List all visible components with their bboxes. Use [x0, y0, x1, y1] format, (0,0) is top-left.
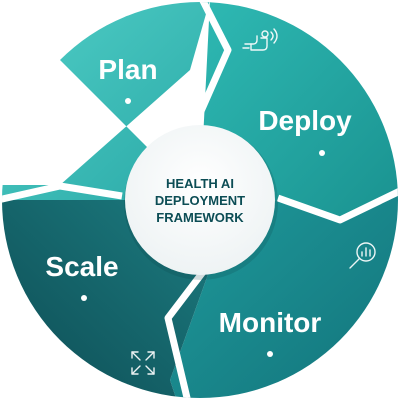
center-circle [125, 125, 275, 275]
segment-dot-monitor [267, 351, 273, 357]
center-title-line-2: DEPLOYMENT [155, 193, 245, 208]
center-title-line-1: HEALTH AI [166, 176, 234, 191]
segment-label-scale: Scale [45, 251, 118, 282]
separator-scale-plan [2, 182, 123, 204]
expand-arrows-icon [131, 351, 155, 375]
drafting-tools-icon [20, 131, 44, 156]
segment-dot-plan [125, 98, 131, 104]
segment-label-monitor: Monitor [219, 307, 322, 338]
segment-label-deploy: Deploy [258, 105, 352, 136]
separator-deploy-monitor [276, 186, 398, 224]
tap-gesture-icon [242, 28, 278, 51]
magnifier-chart-icon [349, 242, 376, 269]
separator-monitor-scale [164, 265, 209, 398]
separator-plan-deploy [194, 2, 232, 120]
segment-dot-deploy [319, 150, 325, 156]
segment-label-plan: Plan [98, 54, 157, 85]
center-title-line-3: FRAMEWORK [156, 210, 244, 225]
segment-dot-scale [81, 295, 87, 301]
